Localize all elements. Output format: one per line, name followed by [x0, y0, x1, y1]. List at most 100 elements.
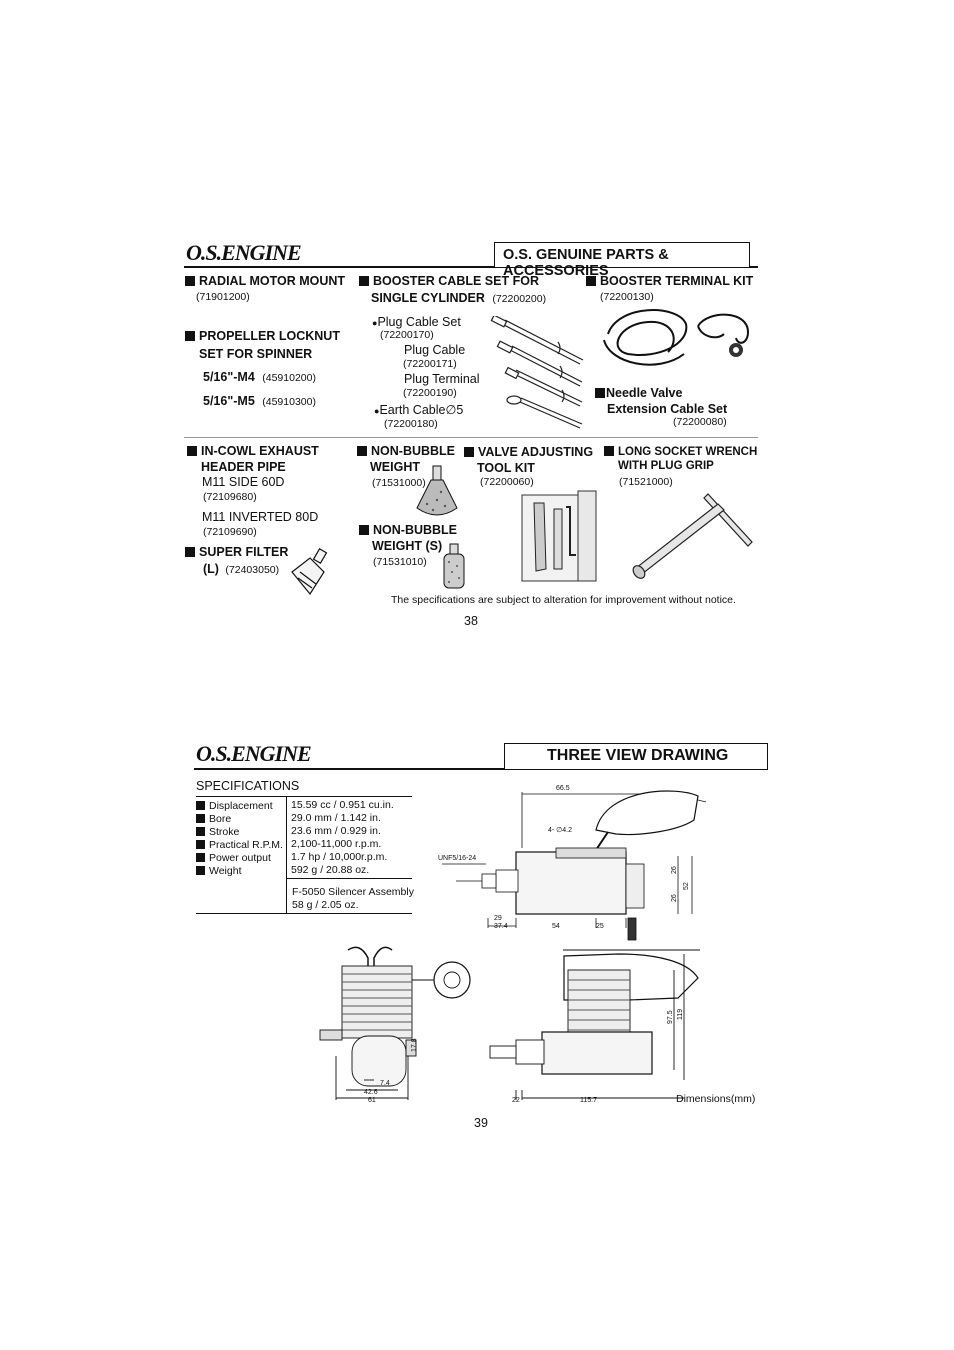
brand-logo: O.S.ENGINE	[186, 240, 302, 266]
silencer-line2: 58 g / 2.05 oz.	[292, 899, 359, 911]
incowl-exhaust-title: IN-COWL EXHAUST	[187, 443, 319, 459]
prop-locknut-title: PROPELLER LOCKNUT	[185, 328, 340, 344]
valve-tool-title: VALVE ADJUSTING	[464, 444, 593, 460]
bullet-square-icon	[604, 446, 614, 456]
non-bubble-s-illustration	[443, 543, 465, 589]
incowl-v1-label: M11 SIDE 60D	[202, 475, 285, 489]
valve-tool-code: (72200060)	[480, 476, 534, 488]
spec-label-stroke: Stroke	[196, 826, 283, 839]
section-divider	[184, 437, 758, 438]
spec-value-rpm: 2,100-11,000 r.p.m.	[291, 838, 382, 850]
super-filter-illustration	[291, 548, 328, 596]
drawing-title: THREE VIEW DRAWING	[547, 747, 729, 764]
spec-values: 15.59 cc / 0.951 cu.in. 29.0 mm / 1.142 …	[291, 799, 394, 877]
non-bubble-s-code: (71531010)	[373, 556, 427, 568]
super-filter-title-2: (L) (72403050)	[203, 562, 280, 576]
dim-thread: UNF5/16-24	[438, 855, 476, 862]
needle-valve-code: (72200080)	[673, 416, 727, 428]
silencer-line1: F-5050 Silencer Assembly	[292, 886, 414, 898]
specs-bottom-rule	[196, 913, 412, 914]
socket-wrench-illustration	[632, 493, 753, 579]
specs-heading: SPECIFICATIONS	[196, 779, 300, 793]
bullet-square-icon	[196, 814, 205, 823]
bullet-square-icon	[359, 276, 369, 286]
spec-label-weight: Weight	[196, 865, 283, 878]
earth-cable-code: (72200180)	[384, 418, 438, 430]
non-bubble-title: NON-BUBBLE	[357, 443, 455, 459]
specs-top-rule	[196, 796, 412, 797]
bullet-square-icon	[359, 525, 369, 535]
dim-115-7: 115.7	[580, 1097, 597, 1104]
brand-logo-text-2: O.S.ENGINE	[196, 741, 312, 766]
booster-cable-title: BOOSTER CABLE SET FOR	[359, 273, 539, 289]
header-rule	[184, 266, 758, 268]
front-view-drawing: 17.8 7.4 42.6 61	[319, 946, 471, 1104]
bullet-square-icon	[185, 331, 195, 341]
dim-52: 52	[683, 882, 690, 890]
dim-top-width: 66.5	[556, 785, 570, 792]
dim-17-8: 17.8	[411, 1038, 418, 1052]
booster-terminal-title: BOOSTER TERMINAL KIT	[586, 273, 753, 289]
needle-valve-title-2: Extension Cable Set	[607, 402, 728, 416]
page-number-39: 39	[474, 1116, 488, 1130]
socket-wrench-title: LONG SOCKET WRENCH	[604, 444, 757, 460]
non-bubble-s-title-2: WEIGHT (S)	[372, 539, 443, 553]
dim-7-4: 7.4	[380, 1080, 390, 1087]
dim-holes: 4- ∅4.2	[548, 827, 572, 834]
bullet-square-icon	[595, 388, 605, 398]
dim-26a: 26	[671, 866, 678, 874]
section-title-tab: O.S. GENUINE PARTS & ACCESSORIES	[494, 242, 750, 279]
incowl-v2-code: (72109690)	[203, 526, 257, 538]
dim-97-5: 97.5	[667, 1010, 674, 1024]
booster-cable-title-2: SINGLE CYLINDER (72200200)	[371, 291, 547, 305]
brand-logo-2: O.S.ENGINE	[196, 741, 312, 767]
specs-mid-rule	[286, 878, 412, 879]
dim-26b: 26	[671, 894, 678, 902]
earth-cable-label: ●Earth Cable∅5	[374, 403, 464, 417]
spec-value-displacement: 15.59 cc / 0.951 cu.in.	[291, 799, 394, 811]
incowl-v1-code: (72109680)	[203, 491, 257, 503]
spec-value-stroke: 23.6 mm / 0.929 in.	[291, 825, 381, 837]
non-bubble-code: (71531000)	[372, 477, 426, 489]
radial-mount-title: RADIAL MOTOR MOUNT	[185, 273, 345, 289]
dim-119: 119	[677, 1009, 684, 1020]
page-title: O.S. GENUINE PARTS & ACCESSORIES	[503, 247, 669, 279]
dim-29: 29	[494, 915, 502, 922]
plug-terminal-label: Plug Terminal	[404, 372, 480, 386]
non-bubble-s-title: NON-BUBBLE	[359, 522, 457, 538]
bullet-square-icon	[196, 866, 205, 875]
non-bubble-title-2: WEIGHT	[370, 460, 420, 474]
valve-tool-illustration	[521, 490, 597, 582]
dim-42-6: 42.6	[364, 1089, 378, 1096]
booster-terminal-code: (72200130)	[600, 291, 654, 303]
specs-vertical-rule	[286, 796, 287, 914]
non-bubble-illustration	[416, 465, 458, 516]
brand-logo-text: O.S.ENGINE	[186, 240, 302, 265]
top-view-drawing: 66.5 4- ∅4.2 UNF5/16-24 29 37.4 54 25 26…	[438, 785, 707, 941]
bullet-square-icon	[586, 276, 596, 286]
bullet-square-icon	[357, 446, 367, 456]
bullet-square-icon	[196, 801, 205, 810]
plug-cable-set-code: (72200170)	[380, 329, 434, 341]
socket-wrench-code: (71521000)	[619, 476, 673, 488]
needle-valve-title: Needle Valve	[595, 385, 682, 401]
bullet-square-icon	[464, 447, 474, 457]
booster-cable-illustration	[490, 316, 584, 429]
super-filter-title: SUPER FILTER	[185, 544, 288, 560]
dim-61: 61	[368, 1097, 376, 1104]
socket-wrench-title-2: WITH PLUG GRIP	[618, 460, 714, 472]
prop-locknut-m4: 5/16"-M4 (45910200)	[203, 370, 316, 384]
header-rule-2	[194, 768, 768, 770]
terminal-kit-illustration	[603, 309, 750, 366]
plug-cable-code: (72200171)	[403, 358, 457, 370]
dimensions-note: Dimensions(mm)	[676, 1093, 756, 1105]
incowl-v2-label: M11 INVERTED 80D	[202, 510, 319, 524]
spec-value-weight: 592 g / 20.88 oz.	[291, 864, 370, 876]
radial-mount-code: (71901200)	[196, 291, 250, 303]
spec-label-power: Power output	[196, 852, 283, 865]
section-title-tab-2: THREE VIEW DRAWING	[504, 743, 768, 769]
bullet-square-icon	[187, 446, 197, 456]
dim-25: 25	[596, 923, 604, 930]
plug-terminal-code: (72200190)	[403, 387, 457, 399]
spec-label-rpm: Practical R.P.M.	[196, 839, 283, 852]
